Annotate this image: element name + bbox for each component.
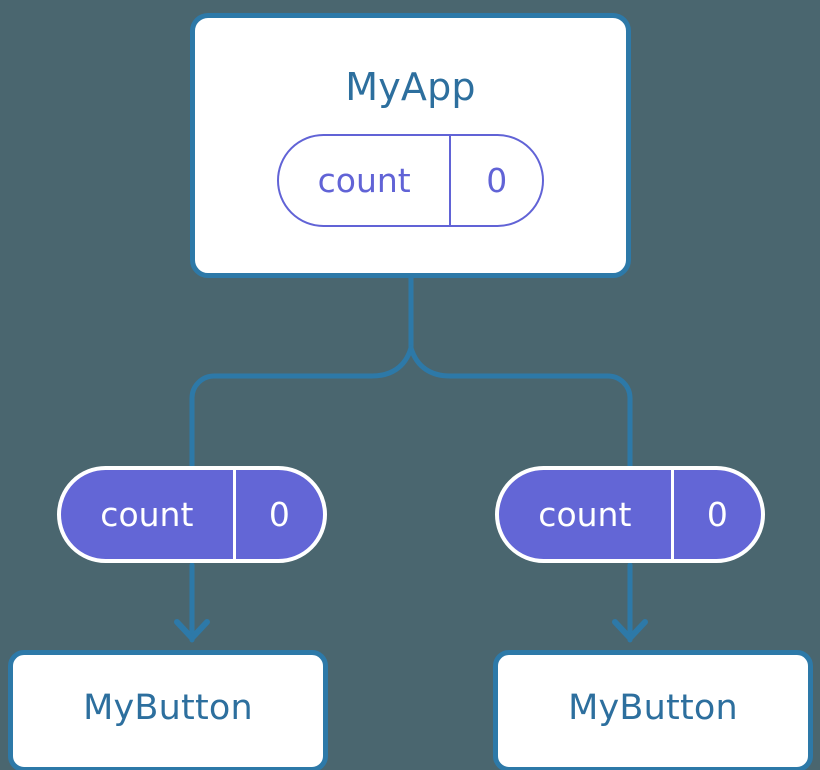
state-pill-child-left[interactable]: count 0 — [57, 466, 327, 563]
state-pill-key: count — [100, 495, 194, 534]
state-pill-value: 0 — [670, 470, 761, 559]
state-pill-key: count — [317, 161, 411, 200]
junction-left-branch — [189, 345, 414, 471]
state-pill-key: count — [538, 495, 632, 534]
arrow-head-left — [174, 619, 210, 641]
state-pill-myapp[interactable]: count 0 — [277, 134, 544, 227]
component-title-mybutton: MyButton — [83, 688, 253, 728]
state-pill-child-right[interactable]: count 0 — [495, 466, 765, 563]
state-pill-value: 0 — [449, 136, 542, 225]
arrow-head-right — [612, 619, 648, 641]
state-pill-value: 0 — [232, 470, 323, 559]
component-box-mybutton-right[interactable]: MyButton — [493, 650, 813, 770]
component-title-myapp: MyApp — [345, 65, 476, 109]
component-box-mybutton-left[interactable]: MyButton — [8, 650, 328, 770]
component-title-mybutton: MyButton — [568, 688, 738, 728]
junction-right-branch — [408, 345, 633, 471]
